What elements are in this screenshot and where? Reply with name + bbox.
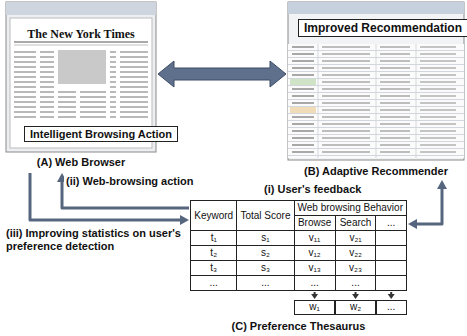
cell-text: v₂₁ — [349, 232, 361, 243]
table-cell: ... — [237, 276, 294, 291]
table-cell: v₁₃ — [294, 261, 335, 276]
arrow-head — [311, 294, 318, 299]
table-cell: Search — [335, 216, 376, 231]
table-cell: t₁ — [191, 231, 237, 246]
cell-text: t₂ — [210, 247, 217, 258]
table-cell — [376, 276, 407, 291]
weight-text: w₂ — [336, 301, 375, 313]
table-cell: s₁ — [237, 231, 294, 246]
weight-cell: w₂ — [335, 300, 376, 315]
cell-text: ... — [387, 217, 395, 228]
edge-label: (i) User's feedback — [262, 183, 363, 196]
cell-text: Browse — [298, 217, 331, 228]
table-cell: Web browsing Behavior — [294, 201, 406, 216]
table-cell: s₃ — [237, 261, 294, 276]
arrow-head — [352, 294, 359, 299]
weight-cell: w₁ — [294, 300, 335, 315]
panel: Keyword Total Score Web browsing BehaviorB… — [190, 200, 407, 334]
double-arrow — [158, 61, 286, 87]
panel-caption: (B) Adaptive Recommender — [288, 165, 464, 177]
cell-text: v₁₃ — [308, 262, 320, 273]
cell-text: s₂ — [261, 247, 270, 258]
label-box: Improved Recommendation — [298, 19, 467, 37]
panel: (A) Web BrowserIntelligent Browsing Acti… — [6, 2, 156, 172]
box-label: Improved Recommendation — [304, 21, 462, 35]
connector — [158, 61, 286, 87]
cell-text: Total Score — [240, 210, 290, 221]
arrow-head — [437, 180, 447, 189]
table-cell: s₂ — [237, 246, 294, 261]
panel: (B) Adaptive Recommender Improved Recomme… — [288, 2, 464, 179]
newspaper-title: The New York Times — [6, 27, 156, 42]
cell-text: ... — [310, 277, 318, 288]
cell-text: v₁₂ — [308, 247, 320, 258]
table-cell: v₂₁ — [335, 231, 376, 246]
table-cell: v₁₂ — [294, 246, 335, 261]
cell-text: t₁ — [211, 232, 217, 243]
cell-text: Keyword — [194, 210, 233, 221]
table-cell: t₃ — [191, 261, 237, 276]
panel-caption: (C) Preference Thesaurus — [190, 320, 407, 332]
preference-table: Keyword Total Score Web browsing BehaviorB… — [190, 200, 407, 291]
table-cell: Total Score — [237, 201, 294, 231]
cell-text: ... — [261, 277, 269, 288]
table-cell: Browse — [294, 216, 335, 231]
table-cell — [376, 231, 407, 246]
cell-text: ... — [210, 277, 218, 288]
arrow-head — [180, 215, 189, 225]
cell-text: s₃ — [261, 262, 270, 273]
table-cell: ... — [191, 276, 237, 291]
table-cell: ... — [335, 276, 376, 291]
table-cell: t₂ — [191, 246, 237, 261]
weight-cell: ... — [376, 300, 407, 315]
table-cell: Keyword — [191, 201, 237, 231]
table-cell: v₂₃ — [335, 261, 376, 276]
table-cell — [376, 261, 407, 276]
cell-text: s₁ — [261, 232, 269, 243]
connector-line — [415, 187, 442, 224]
edge-label: (ii) Web-browsing action — [64, 175, 196, 188]
table-cell: v₂₂ — [335, 246, 376, 261]
arrow-head — [388, 294, 395, 299]
cell-text: Search — [340, 217, 372, 228]
table-cell: v₁₁ — [294, 231, 335, 246]
cell-text: v₂₃ — [349, 262, 362, 273]
connector — [408, 180, 447, 229]
cell-text: ... — [351, 277, 359, 288]
recommender-screenshot — [288, 2, 464, 160]
weight-text: ... — [377, 301, 406, 313]
label-box: Intelligent Browsing Action — [24, 126, 178, 142]
table-cell: ... — [376, 216, 407, 231]
edge-label: (iii) Improving statistics on user's pre… — [4, 227, 186, 253]
table-cell — [376, 246, 407, 261]
box-label: Intelligent Browsing Action — [30, 128, 172, 140]
table-cell: ... — [294, 276, 335, 291]
weight-text: w₁ — [295, 301, 334, 313]
cell-text: v₂₂ — [349, 247, 362, 258]
panel-caption: (A) Web Browser — [6, 156, 156, 168]
cell-text: t₃ — [210, 262, 217, 273]
cell-text: Web browsing Behavior — [298, 202, 403, 213]
cell-text: v₁₁ — [309, 232, 321, 243]
arrow-head — [408, 219, 417, 229]
